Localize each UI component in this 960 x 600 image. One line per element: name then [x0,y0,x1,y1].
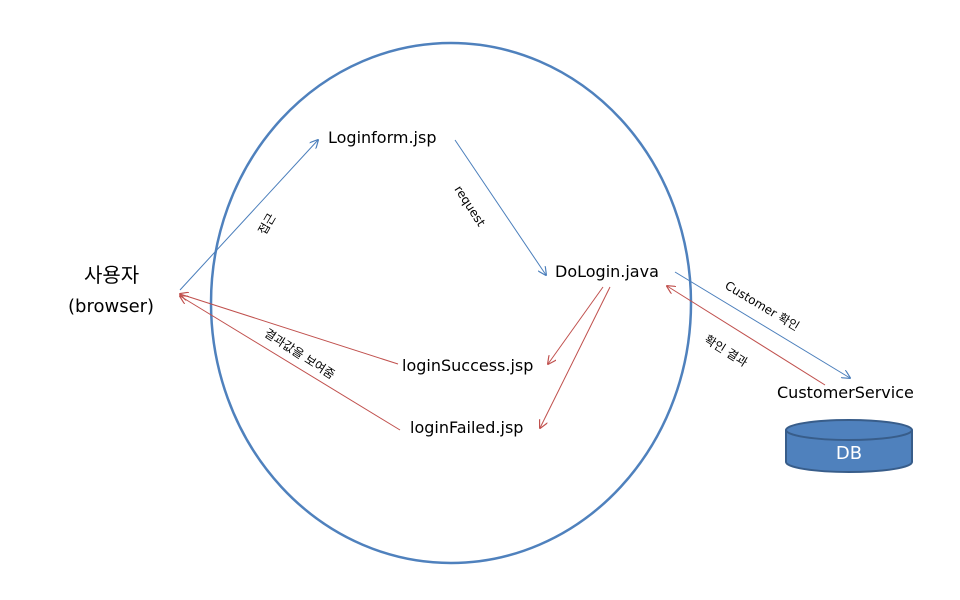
to-success-arrow [548,286,604,364]
loginform-node: Loginform.jsp [328,128,437,147]
access-arrow [179,140,318,291]
application-boundary-circle [209,41,693,565]
db-cylinder: DB [785,419,913,473]
success-result-arrow [180,294,399,365]
user-label: 사용자 [84,263,140,287]
login-success-node: loginSuccess.jsp [402,356,534,375]
customer-service-node: CustomerService [777,383,914,402]
check-result-arrow [667,286,826,386]
failed-result-arrow [180,296,401,431]
db-label: DB [836,443,862,464]
login-failed-node: loginFailed.jsp [410,418,524,437]
browser-label: (browser) [68,296,155,317]
customer-check-arrow [674,271,850,378]
to-failed-arrow [540,286,611,428]
dologin-node: DoLogin.java [555,262,659,281]
request-arrow [454,139,546,275]
